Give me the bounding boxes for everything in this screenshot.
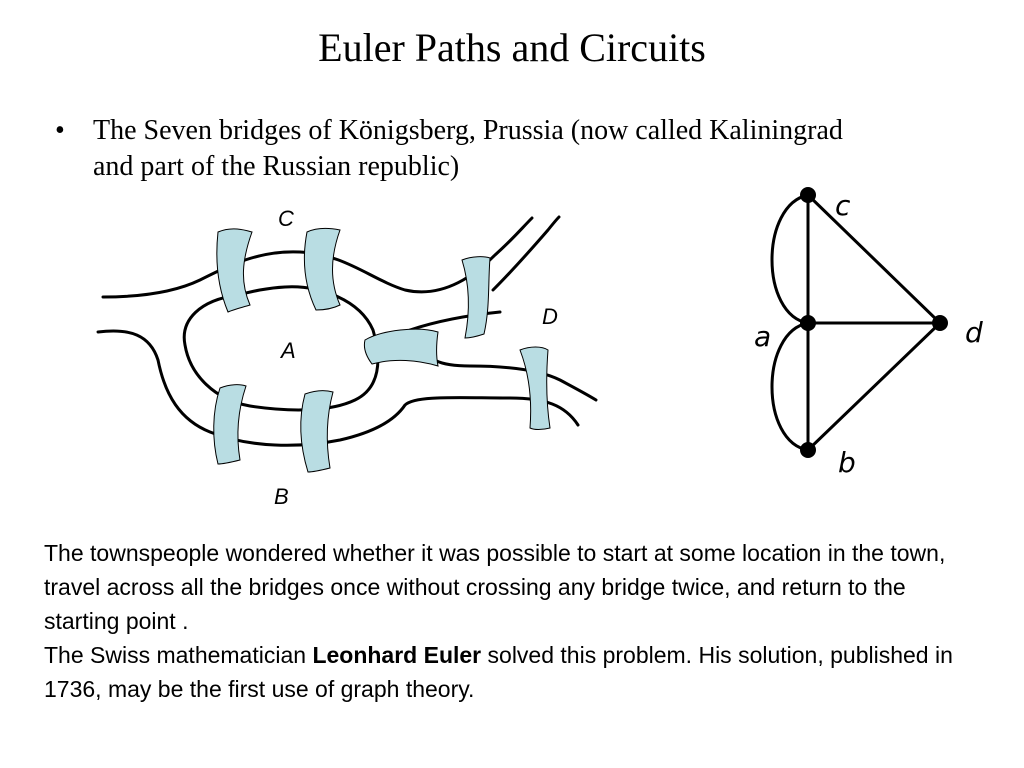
- bridge-3: [461, 256, 491, 339]
- body-paragraph-1: The townspeople wondered whether it was …: [44, 540, 946, 634]
- region-label-c: C: [278, 206, 294, 231]
- bullet-symbol: •: [55, 115, 65, 146]
- region-label-b: B: [274, 484, 289, 509]
- node-c: [800, 187, 816, 203]
- body-paragraph-2: The Swiss mathematician Leonhard Euler s…: [44, 638, 984, 706]
- bridge-4: [363, 328, 439, 367]
- body-paragraph-2-prefix: The Swiss mathematician: [44, 642, 313, 668]
- river-bank-east: [416, 338, 598, 402]
- konigsberg-map: [96, 215, 598, 447]
- edge-a-b-curved: [770, 321, 809, 452]
- node-a: [800, 315, 816, 331]
- edge-c-d: [806, 193, 942, 325]
- river-bank-north-branch: [491, 215, 561, 292]
- bridge-1: [216, 228, 253, 313]
- region-label-d: D: [542, 304, 558, 329]
- euler-graph: [770, 193, 942, 452]
- node-label-c: c: [835, 189, 851, 222]
- node-label-d: d: [965, 316, 983, 349]
- graph-nodes: [800, 187, 948, 458]
- slide-title: Euler Paths and Circuits: [318, 25, 706, 70]
- river-bank-south: [96, 329, 580, 447]
- node-label-a: a: [754, 320, 771, 353]
- body-text: The townspeople wondered whether it was …: [44, 536, 984, 706]
- bridge-7: [300, 390, 334, 473]
- node-label-b: b: [838, 446, 856, 479]
- bridges: [213, 227, 551, 473]
- river-bank-east-upper: [408, 310, 502, 332]
- bullet-item: • The Seven bridges of Königsberg, Pruss…: [55, 113, 875, 185]
- island-kneiphof: [182, 285, 380, 412]
- node-b: [800, 442, 816, 458]
- bridge-5: [519, 346, 551, 430]
- bridge-2: [303, 227, 341, 311]
- edge-a-c-curved: [770, 193, 809, 325]
- bullet-text: The Seven bridges of Königsberg, Prussia…: [93, 115, 843, 182]
- bridge-6: [213, 384, 247, 465]
- river-bank-north: [101, 216, 534, 299]
- node-d: [932, 315, 948, 331]
- body-paragraph-2-suffix: solved this problem. His solution, publi…: [44, 642, 953, 702]
- euler-name: Leonhard Euler: [312, 642, 482, 668]
- edge-b-d: [806, 321, 942, 452]
- region-label-a: A: [279, 338, 296, 363]
